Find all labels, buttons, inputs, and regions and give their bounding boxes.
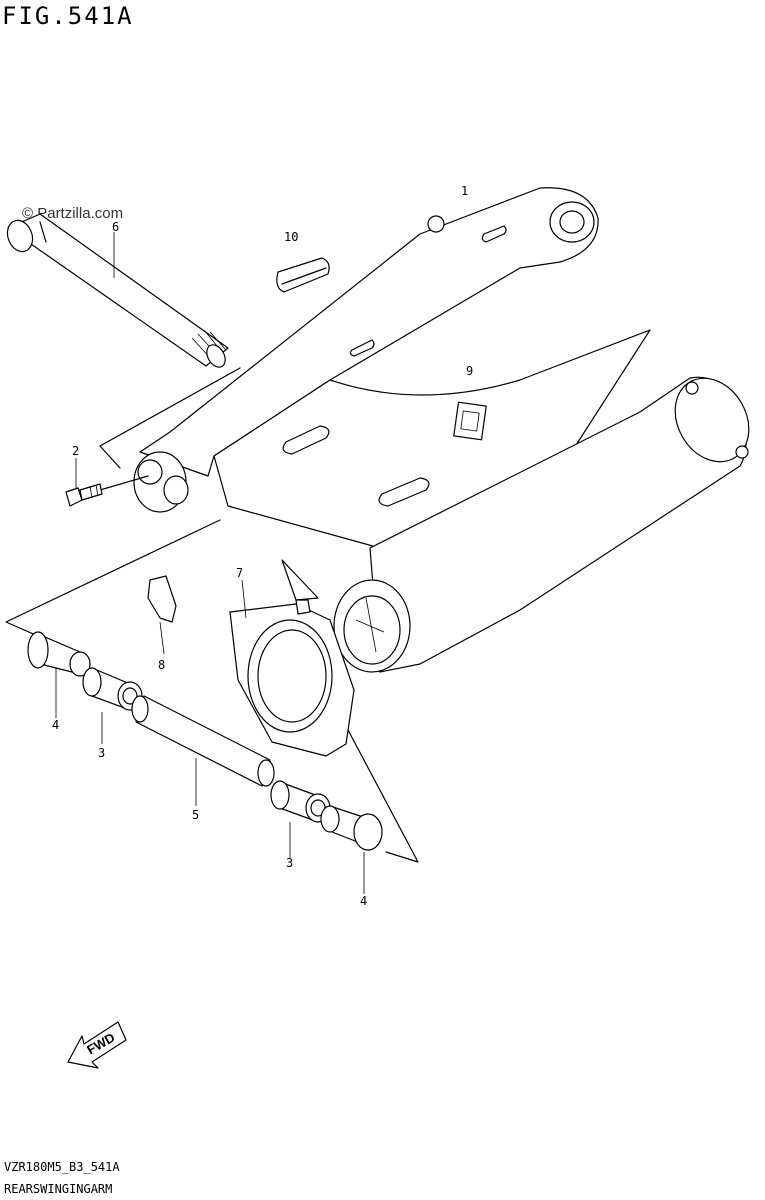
- collar-part-left[interactable]: [27, 631, 91, 677]
- pivot-shaft-part[interactable]: [3, 213, 229, 370]
- callout-7[interactable]: 7: [236, 566, 244, 580]
- bolt-part[interactable]: [65, 483, 103, 507]
- callout-leaders: [55, 232, 365, 894]
- footer-diagram-code: VZR180M5_B3_541A: [4, 1160, 120, 1174]
- callout-8[interactable]: 8: [158, 658, 166, 672]
- callout-9[interactable]: 9: [466, 364, 474, 378]
- clip-part[interactable]: [147, 575, 177, 623]
- footer-diagram-name: REARSWINGINGARM: [4, 1182, 113, 1196]
- callout-4-left[interactable]: 4: [52, 718, 60, 732]
- fwd-arrow-icon: [67, 1021, 127, 1069]
- cap-part[interactable]: [276, 257, 330, 293]
- callout-1[interactable]: 1: [461, 184, 469, 198]
- cover-part[interactable]: [229, 599, 355, 757]
- callout-5[interactable]: 5: [192, 808, 200, 822]
- callout-3-right[interactable]: 3: [286, 856, 294, 870]
- callout-10[interactable]: 10: [284, 230, 299, 244]
- collar-part-right[interactable]: [320, 805, 383, 851]
- watermark-text: © Partzilla.com: [22, 205, 124, 222]
- callout-6[interactable]: 6: [112, 220, 120, 234]
- callout-4-right[interactable]: 4: [360, 894, 368, 908]
- figure-title: FIG.541A: [2, 2, 134, 30]
- callout-2[interactable]: 2: [72, 444, 80, 458]
- bearing-part-right[interactable]: [270, 780, 331, 823]
- swingarm-part[interactable]: [133, 187, 763, 673]
- sleeve-part[interactable]: [131, 695, 275, 787]
- leader-lines: [5, 367, 419, 863]
- callout-3-left[interactable]: 3: [98, 746, 106, 760]
